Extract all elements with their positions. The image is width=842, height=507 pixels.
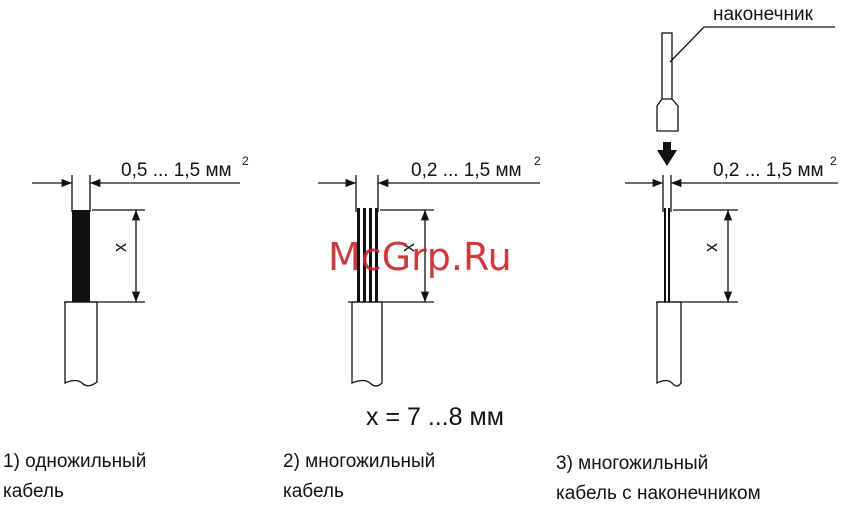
single-core-x-label: x	[110, 243, 130, 252]
caption-stranded-line2: кабель	[283, 481, 344, 502]
caption-single-line1: 1) одножильный	[3, 451, 146, 472]
caption-ferrule-line1: 3) многожильный	[556, 453, 708, 474]
stranded-cable-figure	[318, 175, 540, 386]
ferrule-cable-figure	[625, 27, 838, 386]
strip-length-formula: x = 7 ...8 мм	[366, 403, 504, 431]
ferrule-x-label: x	[701, 243, 721, 252]
stranded-width-label: 0,2 ... 1,5 мм	[411, 160, 522, 181]
single-core-width-label: 0,5 ... 1,5 мм	[121, 160, 232, 181]
single-core-width-superscript: 2	[242, 154, 249, 168]
caption-ferrule-line2: кабель с наконечником	[556, 483, 761, 504]
ferrule-width-superscript: 2	[830, 154, 837, 168]
stranded-width-superscript: 2	[534, 154, 541, 168]
ferrule-callout-label: наконечник	[713, 4, 814, 25]
watermark-text: McGrp.Ru	[328, 235, 512, 279]
single-core-cable-figure	[32, 175, 240, 386]
caption-stranded-line1: 2) многожильный	[283, 451, 435, 472]
caption-single-line2: кабель	[3, 481, 64, 502]
ferrule-width-label: 0,2 ... 1,5 мм	[713, 160, 824, 181]
